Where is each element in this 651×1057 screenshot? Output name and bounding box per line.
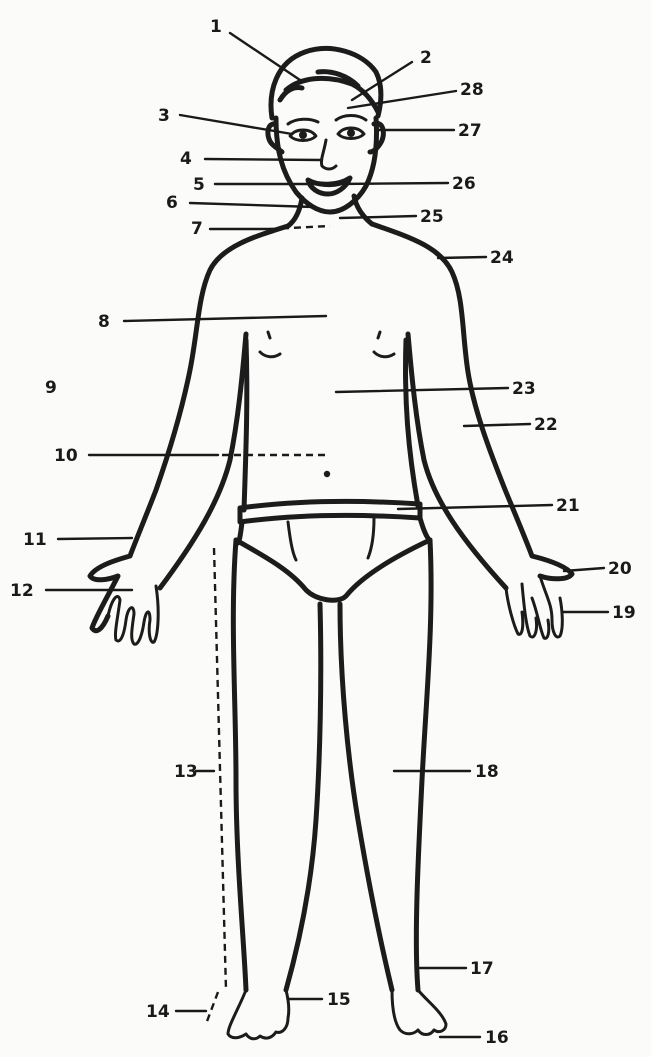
- label-24: 24: [490, 248, 514, 268]
- label-8: 8: [98, 312, 110, 332]
- leader-1: [230, 33, 300, 80]
- hair: [271, 49, 381, 118]
- label-28: 28: [460, 80, 484, 100]
- left-chest: [260, 352, 280, 357]
- label-1: 1: [210, 17, 222, 37]
- label-22: 22: [534, 415, 558, 435]
- leader-25: [340, 216, 416, 218]
- label-16: 16: [485, 1028, 509, 1048]
- label-10: 10: [54, 446, 78, 466]
- leader-26: [336, 183, 448, 184]
- label-6: 6: [166, 193, 178, 213]
- leader-20: [564, 568, 604, 571]
- right-leg-inner: [340, 604, 392, 990]
- label-4: 4: [180, 149, 192, 169]
- label-21: 21: [556, 496, 580, 516]
- leader-8: [124, 316, 326, 321]
- human-figure: [90, 49, 572, 1039]
- torso-left: [244, 340, 247, 510]
- nose: [321, 140, 336, 169]
- leader-23: [336, 388, 508, 392]
- label-26: 26: [452, 174, 476, 194]
- label-25: 25: [420, 207, 444, 227]
- right-fingers: [506, 576, 562, 638]
- neck-right: [354, 196, 372, 224]
- right-pupil: [347, 129, 355, 137]
- left-pupil: [299, 131, 307, 139]
- underwear: [236, 518, 430, 600]
- leader-14-dashed: [206, 992, 218, 1024]
- label-12: 12: [10, 581, 34, 601]
- right-chest: [374, 352, 394, 357]
- label-14: 14: [146, 1002, 170, 1022]
- left-leg-outer: [233, 540, 246, 990]
- label-15: 15: [327, 990, 351, 1010]
- underwear-seam-right: [368, 518, 374, 558]
- leader-4: [205, 159, 322, 160]
- label-3: 3: [158, 106, 170, 126]
- label-17: 17: [470, 959, 494, 979]
- leader-24: [438, 257, 486, 258]
- left-nipple: [268, 332, 270, 338]
- right-eyebrow: [336, 116, 366, 121]
- body-outline: [90, 224, 572, 631]
- leader-22: [464, 424, 530, 426]
- number-labels: 1 2 3 4 5 6 7 8 9 10 11 12 13 14 15 16 1…: [10, 17, 636, 1048]
- waistband: [240, 501, 420, 522]
- label-2: 2: [420, 48, 432, 68]
- right-foot: [392, 990, 446, 1035]
- leader-13-dashed: [214, 548, 226, 990]
- label-27: 27: [458, 121, 482, 141]
- right-leg-outer: [416, 540, 431, 990]
- neck-left: [288, 198, 302, 226]
- leader-11: [58, 538, 132, 539]
- label-23: 23: [512, 379, 536, 399]
- left-eyebrow: [288, 119, 318, 124]
- navel: [324, 471, 330, 477]
- label-18: 18: [475, 762, 499, 782]
- underwear-seam-left: [288, 522, 296, 560]
- leader-6: [190, 203, 314, 207]
- label-20: 20: [608, 559, 632, 579]
- label-19: 19: [612, 603, 636, 623]
- label-11: 11: [23, 530, 47, 550]
- label-5: 5: [193, 175, 205, 195]
- right-nipple: [378, 332, 380, 338]
- left-foot: [228, 990, 289, 1039]
- left-leg-inner: [286, 604, 321, 990]
- label-7: 7: [191, 219, 203, 239]
- left-fingers: [108, 586, 158, 644]
- label-13: 13: [174, 762, 198, 782]
- label-9: 9: [45, 378, 57, 398]
